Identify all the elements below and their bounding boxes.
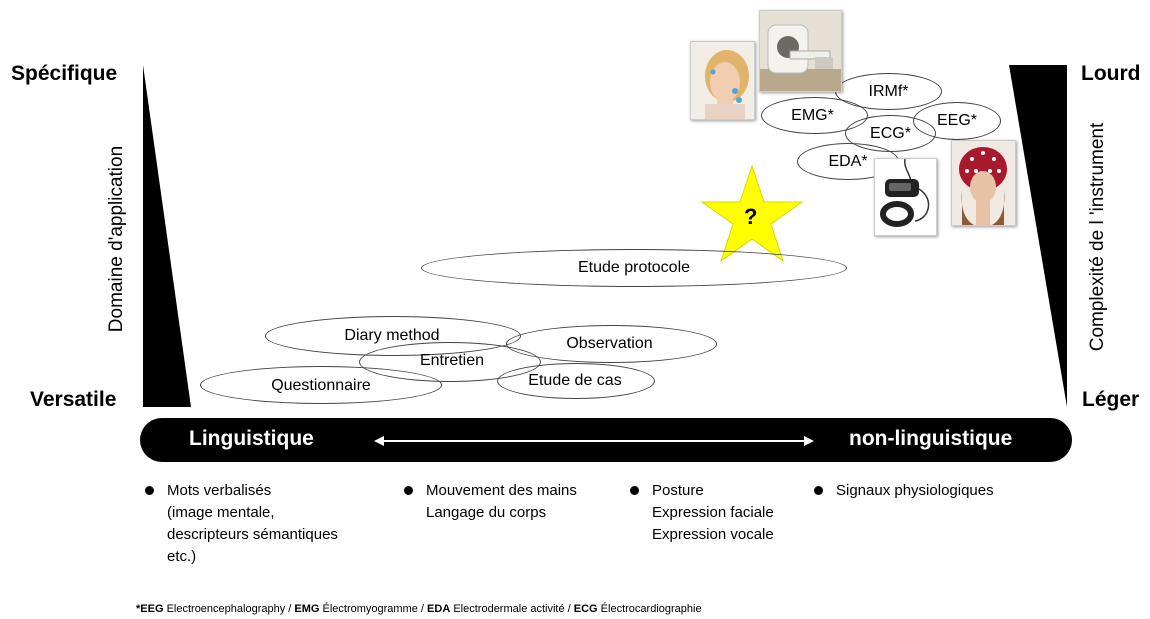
star-question-mark: ? — [744, 204, 758, 229]
text-irmf: IRMf* — [868, 82, 909, 100]
bullet-linguistique: Mots verbalisés (image mentale, descript… — [145, 480, 338, 568]
footnote-abbr-eda: EDA — [427, 603, 451, 615]
mri-photo — [759, 10, 842, 92]
footnote-abbr-eeg: *EEG — [136, 603, 164, 615]
label-lourd: Lourd — [1081, 62, 1141, 85]
bullet-line: Posture — [652, 482, 704, 499]
text-eda: EDA* — [828, 152, 868, 170]
footnote-text: Électrocardiographie — [597, 603, 702, 615]
text-etude-protocole: Etude protocole — [577, 259, 691, 276]
double-arrow-icon — [374, 436, 814, 446]
bullet-line: Signaux physiologiques — [836, 482, 994, 499]
bullet-dot — [145, 486, 154, 495]
text-emg: EMG* — [791, 106, 834, 124]
oval-etude-protocole: Etude protocole — [421, 249, 847, 287]
footnote: *EEG Electroencephalography / EMG Électr… — [136, 603, 702, 615]
linguistique-axis-bar: Linguistique non-linguistique — [140, 418, 1072, 462]
bullet-line: Langage du corps — [426, 504, 547, 521]
bullet-mouvement: Mouvement des mains Langage du corps — [404, 480, 577, 524]
bar-label-linguistique: Linguistique — [189, 427, 314, 450]
text-eeg: EEG* — [936, 112, 977, 129]
bullet-line: Expression faciale — [652, 504, 774, 521]
axis-label-domaine: Domaine d'application — [106, 145, 127, 333]
bullet-line: etc.) — [167, 548, 197, 565]
left-triangle — [143, 65, 191, 407]
eda-sensor-photo — [874, 158, 937, 236]
text-entretien: Entretien — [419, 352, 485, 369]
star-shape — [700, 164, 804, 263]
eeg-cap-icon — [952, 141, 1015, 225]
label-specifique: Spécifique — [11, 62, 118, 85]
oval-observation: Observation — [506, 325, 717, 363]
text-observation: Observation — [566, 335, 653, 352]
footnote-text: Électromyogramme / — [319, 603, 428, 615]
emg-photo — [690, 41, 755, 120]
bullet-dot — [404, 486, 413, 495]
bullet-line: Expression vocale — [652, 526, 774, 543]
label-leger: Léger — [1082, 388, 1140, 411]
face-electrodes-icon — [691, 42, 754, 119]
axis-label-complexite: Complexité de l 'instrument — [1087, 122, 1108, 352]
bullet-line: (image mentale, — [167, 504, 275, 521]
oval-eeg: EEG* — [913, 102, 1001, 140]
bullet-signaux: Signaux physiologiques — [814, 480, 994, 502]
right-triangle — [1009, 65, 1067, 407]
text-ecg: ECG* — [870, 124, 911, 142]
footnote-abbr-ecg: ECG — [573, 603, 598, 615]
text-diary-method: Diary method — [344, 327, 440, 344]
footnote-text: Electroencephalography / — [163, 603, 295, 615]
bullet-posture: Posture Expression faciale Expression vo… — [630, 480, 774, 546]
oval-entretien: Entretien — [359, 342, 541, 382]
eeg-photo — [951, 140, 1016, 226]
label-versatile: Versatile — [30, 388, 117, 411]
bar-label-non-linguistique: non-linguistique — [849, 427, 1013, 450]
mri-scanner-icon — [760, 11, 841, 91]
bullet-line: descripteurs sémantiques — [167, 526, 338, 543]
bullet-dot — [814, 486, 823, 495]
bullet-line: Mouvement des mains — [426, 482, 577, 499]
eda-sensor-icon — [875, 159, 936, 235]
oval-questionnaire: Questionnaire — [200, 366, 442, 404]
oval-emg: EMG* — [761, 97, 868, 134]
footnote-abbr-emg: EMG — [294, 603, 320, 615]
bullet-dot — [630, 486, 639, 495]
footnote-text: Electrodermale activité / — [450, 603, 574, 615]
text-questionnaire: Questionnaire — [271, 377, 371, 394]
oval-etude-de-cas: Etude de cas — [497, 363, 655, 399]
text-etude-de-cas: Etude de cas — [528, 372, 622, 389]
bullet-line: Mots verbalisés — [167, 482, 272, 499]
